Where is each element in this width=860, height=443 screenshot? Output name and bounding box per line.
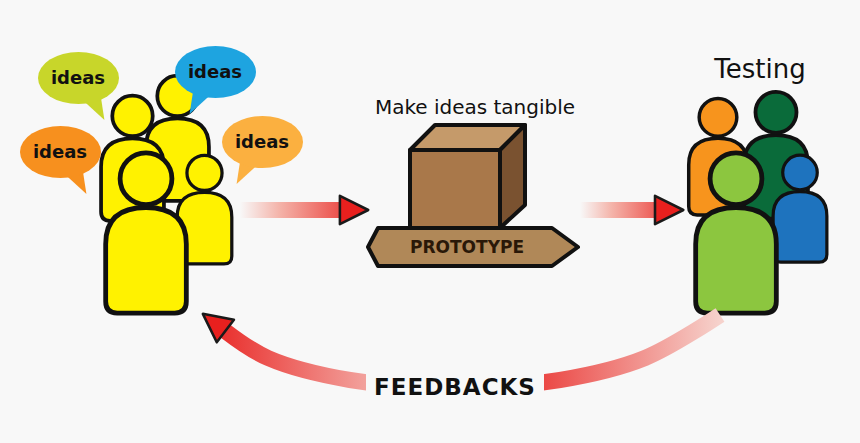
bubble-body: [38, 52, 119, 104]
box-front: [410, 150, 500, 228]
bubble-text: ideas: [235, 131, 289, 153]
arrow-connector: [580, 202, 655, 218]
bubble-text: ideas: [33, 141, 87, 163]
people-group: Testing: [685, 52, 835, 315]
group-heading: Testing: [714, 54, 805, 85]
ideas-people: [101, 76, 232, 313]
prototype-box: [368, 125, 578, 266]
person-figure: [773, 155, 827, 262]
speech-bubble: ideas: [175, 46, 256, 98]
edge-label: FEEDBACKS: [366, 373, 544, 403]
prototype-base: [368, 228, 578, 266]
bubble-text: ideas: [51, 67, 105, 89]
bubble-text: ideas: [188, 61, 242, 83]
bubble-body: [20, 126, 101, 178]
speech-bubble: ideas: [38, 52, 119, 104]
speech-bubble: ideas: [222, 116, 303, 168]
bubble-body: [175, 46, 256, 98]
person-figure: [696, 153, 777, 313]
people-group: ideasideasideasideas: [90, 75, 240, 315]
speech-bubble: ideas: [20, 126, 101, 178]
arrow-connector: [240, 202, 340, 218]
bubble-body: [222, 116, 303, 168]
box-side: [500, 125, 525, 228]
caption-heading: Make ideas tangible: [375, 95, 575, 119]
person-figure: [106, 153, 187, 313]
prototype-node: Make ideas tangiblePROTOTYPE: [370, 90, 580, 270]
testing-people: [689, 92, 827, 313]
prototype-label: PROTOTYPE: [410, 237, 524, 257]
